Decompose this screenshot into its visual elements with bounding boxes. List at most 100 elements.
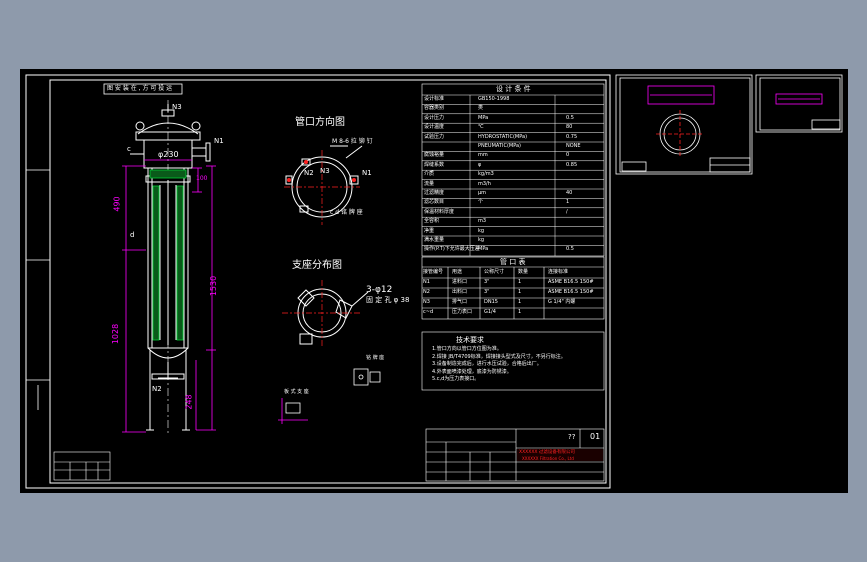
nozzle-row-cell: ASME B16.5 150# <box>548 289 594 295</box>
title-qmark: ?? <box>568 433 576 441</box>
design-row-label: 设计温度 <box>424 124 445 131</box>
tech-req-item: 1.管口方向以管口方位图为准。 <box>432 346 502 352</box>
dim-490: 490 <box>112 196 122 212</box>
label-n1: N1 <box>214 137 224 145</box>
design-row-unit: kg <box>478 227 485 234</box>
title-company-en: XXXXXX Filtration Co., Ltd <box>522 456 574 461</box>
title-block-grid <box>425 428 605 482</box>
plan-label-n2: N2 <box>304 169 314 177</box>
design-row-label: 滤芯数目 <box>424 199 445 206</box>
nozzle-row-cell: 1 <box>518 309 522 315</box>
top-note-box <box>103 83 183 95</box>
dim-1530: 1530 <box>209 275 219 297</box>
design-row-value: 0.85 <box>566 161 578 168</box>
nozzle-row-cell: 进料口 <box>452 279 468 285</box>
main-sheet-outer-border <box>25 74 611 489</box>
design-row-label: 过滤精度 <box>424 190 445 196</box>
nozzle-header-cell: 连接标准 <box>548 269 569 275</box>
title-company-banner <box>517 449 603 461</box>
nozzle-row-cell: G1/4 <box>484 309 496 315</box>
plan-note-a: M 8-6 拉 铆 钉 <box>332 138 373 145</box>
tech-req-item: 2.焊接 JB/T4709标准，焊接接头型式及尺寸，不另行标注。 <box>432 353 566 360</box>
design-row-label: 试验压力 <box>424 133 445 140</box>
top-note: 图 安 装 在 , 方 可 投 运 <box>107 85 173 92</box>
nozzle-row-cell: 3" <box>484 289 490 295</box>
design-row-label: 介质 <box>424 171 435 178</box>
nozzle-plan-view <box>284 145 363 225</box>
title-company-cn: XXXXXX 过滤设备有限公司 <box>519 450 575 455</box>
main-sheet-inner-border <box>49 79 607 484</box>
design-row-value: 0 <box>566 152 570 159</box>
nozzle-row-cell: N2 <box>423 289 430 295</box>
design-row-value: 0.75 <box>566 133 578 140</box>
design-row-unit: 个 <box>478 199 484 206</box>
design-row-label: 流量 <box>424 180 435 187</box>
nozzle-row-cell: 压力表口 <box>452 309 473 315</box>
tech-req-item: 5.c,d为压力表接口。 <box>432 376 480 382</box>
nozzle-row-cell: DN15 <box>484 299 498 305</box>
design-row-label: 保温材料厚度 <box>424 208 455 215</box>
dim-1028: 1028 <box>111 323 121 345</box>
label-n3: N3 <box>172 103 182 111</box>
nozzle-header-cell: 数量 <box>518 269 529 275</box>
detail-sketches <box>278 368 381 424</box>
support-view-title: 支座分布图 <box>292 260 342 271</box>
nozzle-view-title: 管口方向图 <box>295 117 345 128</box>
design-row-unit: μm <box>478 190 487 196</box>
support-note-b: 固 定 孔 φ 38 <box>366 296 410 304</box>
design-row-label: 操作(P.T)下允许最大压差 <box>424 246 480 253</box>
design-row-value: NONE <box>566 143 581 149</box>
design-row-label: 腐蚀裕量 <box>424 152 445 159</box>
plan-label-n1: N1 <box>362 169 372 177</box>
design-row-unit: HYDROSTATIC(MPa) <box>478 133 528 140</box>
design-row-unit: 类 <box>478 105 484 112</box>
nozzle-row-cell: 1 <box>518 289 522 295</box>
nozzle-table-row-lines <box>422 277 604 309</box>
nozzle-row-cell: c~d <box>423 309 434 315</box>
nozzle-row-cell: N3 <box>423 299 430 305</box>
nozzle-header-cell: 公称尺寸 <box>484 269 505 275</box>
design-row-unit: φ <box>478 161 482 168</box>
design-row-unit: mm <box>478 152 488 159</box>
design-row-unit: MPa <box>478 114 489 121</box>
dim-248: 248 <box>184 394 194 410</box>
label-d: d <box>130 231 135 239</box>
tech-req-box <box>421 331 605 391</box>
design-row-unit: ℃ <box>478 124 484 131</box>
design-row-unit: PNEUMATIC(MPa) <box>478 143 522 149</box>
nozzle-header-cell: 接管编号 <box>423 269 444 275</box>
dim-100: 100 <box>196 175 208 182</box>
tech-req-title: 技术要求 <box>456 336 484 344</box>
nozzle-header-cell: 用途 <box>452 269 463 275</box>
revision-block-grid <box>53 451 111 481</box>
design-table-row-lines <box>422 94 604 256</box>
thumbnail-sheet-1 <box>615 74 753 175</box>
design-row-unit: kg/m3 <box>478 171 494 178</box>
design-row-value: 0.5 <box>566 114 574 121</box>
tech-req-item: 3.设备制造完成后，进行水压试验，合格后出厂。 <box>432 361 542 367</box>
nozzle-row-cell: 排气口 <box>452 299 468 305</box>
support-note-a: 3-φ12 <box>366 285 393 295</box>
design-row-unit: m3 <box>478 218 487 225</box>
support-plan-view <box>282 280 369 346</box>
plan-note-b: c d 铭 牌 座 <box>330 209 363 216</box>
filter-element-hatch <box>149 169 187 341</box>
design-row-unit: GB150-1998 <box>478 96 510 102</box>
design-row-value: 1 <box>566 199 570 206</box>
design-row-value: 0.5 <box>566 246 574 253</box>
nozzle-table-title: 管 口 表 <box>500 258 526 266</box>
vessel-dimension-lines <box>122 159 216 433</box>
nozzle-row-cell: G 1/4" 内螺 <box>548 299 576 305</box>
design-row-value: / <box>566 208 568 215</box>
design-row-label: 焊缝系数 <box>424 161 445 168</box>
design-row-unit: m3/h <box>478 180 491 187</box>
tech-req-item: 4.外表面喷漆处理，底漆为防锈漆。 <box>432 368 512 375</box>
design-row-value: 40 <box>566 190 573 196</box>
design-row-label: 全容积 <box>424 218 440 225</box>
left-margin-marks <box>26 169 50 410</box>
design-row-label: 容器类别 <box>424 105 445 112</box>
design-row-unit: MPa <box>478 246 489 253</box>
detail-a-label: 铭 牌 座 <box>366 355 385 361</box>
title-number: 01 <box>590 432 601 441</box>
